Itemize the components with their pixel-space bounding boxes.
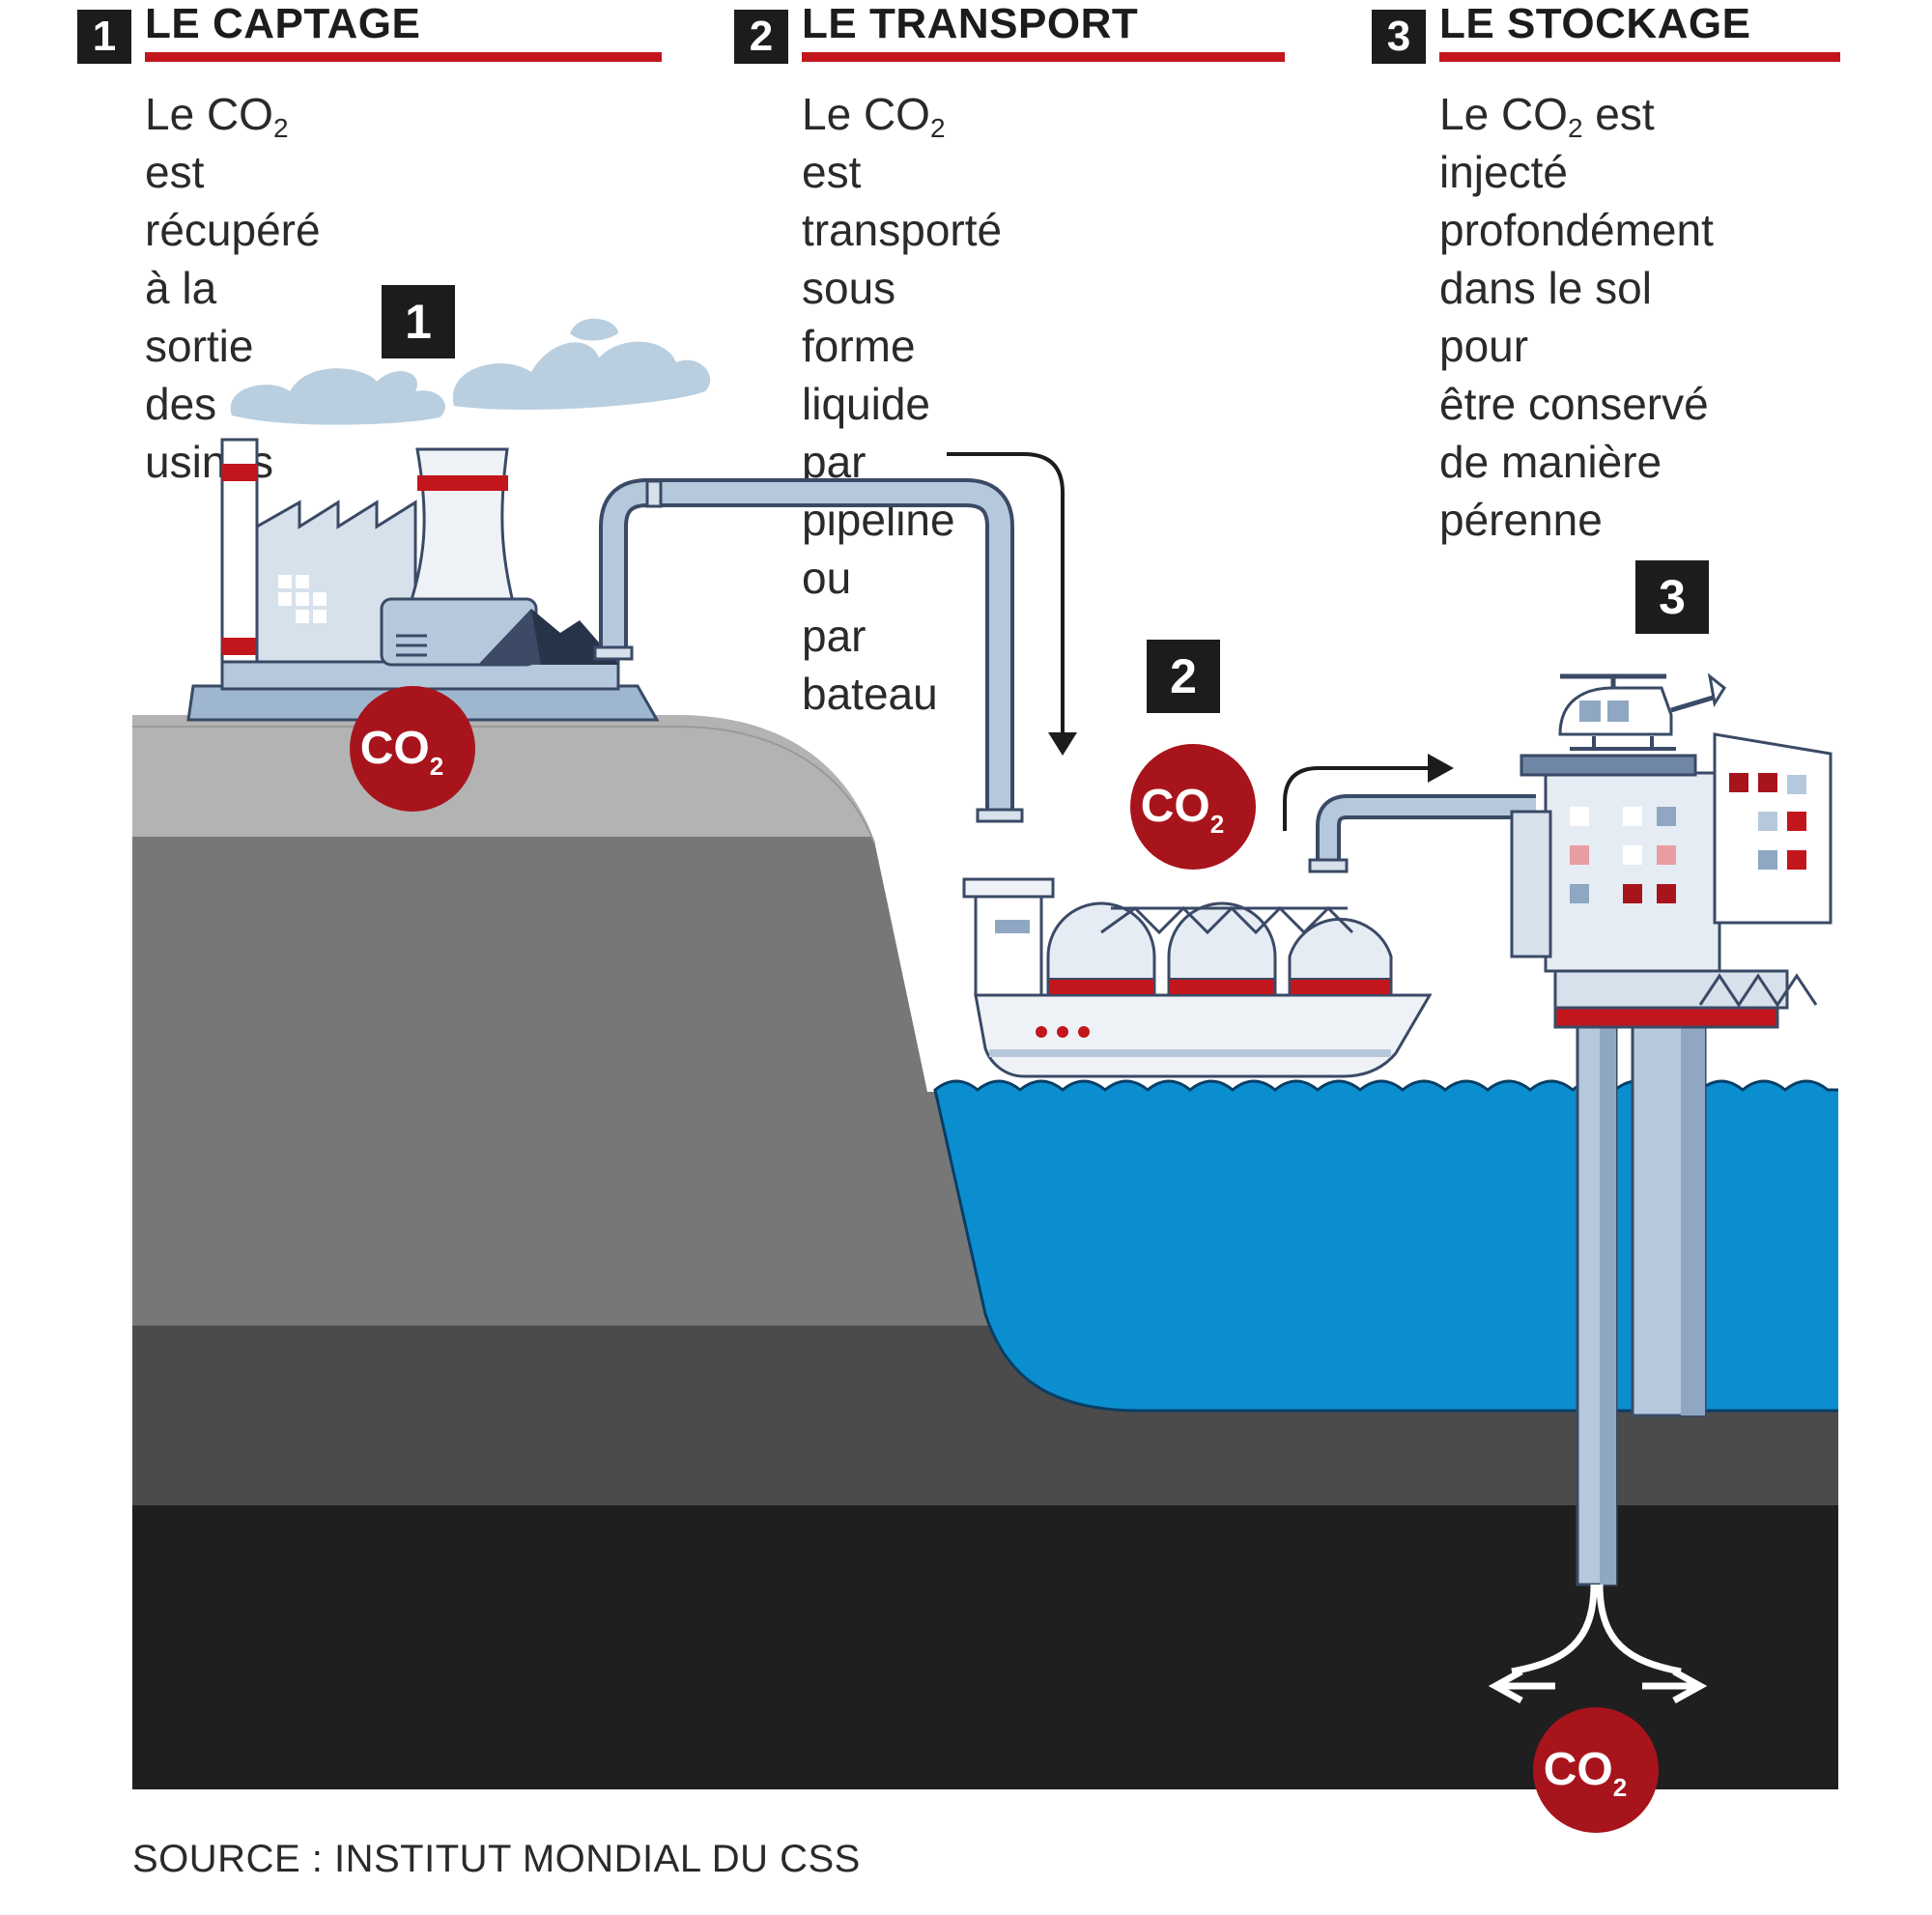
text-subscript: 2 [1567, 113, 1583, 143]
co2-badge-ship: CO2 [1130, 744, 1256, 870]
arrow-right-icon [1672, 1668, 1708, 1704]
marker-label: 2 [1170, 649, 1197, 703]
chimney-stripe [222, 638, 257, 655]
co2-sub: 2 [1613, 1773, 1627, 1802]
arrow-head-icon [1048, 732, 1077, 756]
svg-text:CO2: CO2 [1544, 1744, 1627, 1802]
source-credit: SOURCE : INSTITUT MONDIAL DU CSS [132, 1838, 861, 1880]
smoke-icon [230, 368, 445, 425]
helipad [1520, 754, 1697, 777]
title-underline [145, 52, 662, 62]
marker-3: 3 [1635, 560, 1709, 634]
text-before: Le CO [1439, 89, 1568, 139]
step-title: LE STOCKAGE [1439, 0, 1751, 47]
svg-text:CO2: CO2 [360, 723, 443, 781]
marker-2: 2 [1147, 640, 1220, 713]
ship-bridge [974, 892, 1043, 997]
loading-arm [1308, 794, 1536, 873]
marker-1: 1 [382, 285, 455, 358]
title-underline [802, 52, 1285, 62]
cooling-tower [403, 447, 519, 620]
step-number: 2 [734, 10, 788, 64]
text-before: Le CO [802, 89, 930, 139]
step-title: LE TRANSPORT [802, 0, 1139, 47]
platform-deck-beam [1553, 1006, 1779, 1029]
coal-pile-shade [478, 609, 541, 665]
text-subscript: 2 [272, 113, 289, 143]
step-description: Le CO2 est injecté profondément dans le … [1439, 85, 1714, 549]
platform-deck [1553, 969, 1789, 1010]
co2-badge-factory: CO2 [350, 686, 475, 812]
injection-pipe-shade [1600, 1024, 1616, 1585]
cooling-tower-stripe [417, 475, 508, 491]
co2-sub: 2 [430, 752, 443, 781]
portholes [1036, 1026, 1090, 1038]
pipe-joint [645, 479, 663, 508]
injection-spread [1488, 1584, 1708, 1704]
co2-main: CO [1544, 1744, 1613, 1795]
ship-window [995, 920, 1030, 933]
text-after: est injecté profondément dans le sol pou… [1439, 89, 1714, 545]
co2-sub: 2 [1210, 810, 1224, 839]
step-number: 1 [77, 10, 131, 64]
co2-main: CO [1141, 781, 1210, 832]
co2-main: CO [360, 723, 430, 774]
flow-arrow-right [1283, 754, 1454, 831]
co2-badge-storage: CO2 [1533, 1707, 1659, 1833]
sea [933, 1079, 1838, 1413]
text-before: Le CO [145, 89, 273, 139]
platform-module-side [1510, 810, 1552, 958]
smoke-icon [570, 318, 618, 341]
flow-arrow-down [947, 452, 1077, 756]
deck-truss [1698, 973, 1818, 1008]
pipe-inlet [593, 645, 634, 661]
svg-text:CO2: CO2 [1141, 781, 1224, 839]
vent-lines [396, 634, 427, 657]
factory [186, 318, 711, 722]
ship-bridge-top [962, 877, 1055, 899]
step-title: LE CAPTAGE [145, 0, 421, 47]
smoke-icon [452, 341, 711, 411]
marker-label: 1 [405, 295, 432, 349]
step-description: Le CO2 est transporté sous forme liquide… [802, 85, 1002, 723]
helicopter-icon [1558, 672, 1726, 751]
factory-windows [278, 575, 327, 623]
cliff-edge [132, 726, 875, 843]
ship [962, 877, 1433, 1078]
tower-windows [1729, 773, 1806, 870]
arrow-left-icon [1488, 1668, 1523, 1704]
marker-label: 3 [1659, 570, 1686, 624]
pipe-fill [603, 482, 1010, 812]
text-after: est transporté sous forme liquide par pi… [802, 147, 1003, 719]
ship-tanks [1046, 901, 1393, 997]
title-underline [1439, 52, 1840, 62]
offshore-platform [1510, 672, 1833, 1586]
text-subscript: 2 [929, 113, 946, 143]
module-windows [1570, 807, 1676, 903]
platform-leg-shade [1681, 1024, 1705, 1415]
chimney-stripe [222, 464, 257, 481]
pipe-outlet [976, 808, 1024, 823]
arrow-head-icon [1428, 754, 1454, 783]
pipeline [593, 478, 1024, 823]
step-number: 3 [1372, 10, 1426, 64]
platform-module [1544, 771, 1721, 973]
